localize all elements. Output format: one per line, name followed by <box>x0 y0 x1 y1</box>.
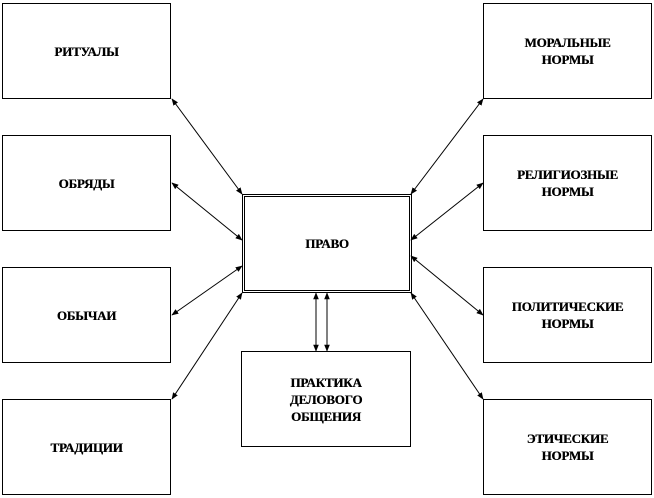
node-law-label: ПРАВО <box>305 236 349 251</box>
arrow-moral-law <box>410 98 484 195</box>
node-business-practice: ПРАКТИКА ДЕЛОВОГО ОБЩЕНИЯ <box>241 351 411 447</box>
arrow-ethical-law <box>410 292 484 400</box>
node-customs: ОБЫЧАИ <box>2 267 171 363</box>
node-rites: ОБРЯДЫ <box>2 135 171 231</box>
node-religious-norms: РЕЛИГИОЗНЫЕ НОРМЫ <box>483 135 652 231</box>
arrow-rituals-law <box>171 98 243 195</box>
node-customs-label: ОБЫЧАИ <box>56 307 117 323</box>
node-moral-norms-label: МОРАЛЬНЫЕ НОРМЫ <box>524 35 611 67</box>
node-traditions: ТРАДИЦИИ <box>2 399 171 495</box>
node-rituals-label: РИТУАЛЫ <box>54 43 119 59</box>
node-political-norms: ПОЛИТИЧЕСКИЕ НОРМЫ <box>483 267 652 363</box>
arrow-rites-law <box>171 182 243 241</box>
arrow-traditions-law <box>171 292 243 400</box>
arrow-customs-law <box>171 265 243 316</box>
node-rituals: РИТУАЛЫ <box>2 3 171 99</box>
node-political-norms-label: ПОЛИТИЧЕСКИЕ НОРМЫ <box>511 299 624 331</box>
node-religious-norms-label: РЕЛИГИОЗНЫЕ НОРМЫ <box>517 167 618 199</box>
node-rites-label: ОБРЯДЫ <box>58 175 115 191</box>
node-law: ПРАВО <box>242 194 412 293</box>
arrow-political-law <box>410 255 484 316</box>
node-moral-norms: МОРАЛЬНЫЕ НОРМЫ <box>483 3 652 99</box>
arrow-religious-law <box>410 182 484 241</box>
node-business-practice-label: ПРАКТИКА ДЕЛОВОГО ОБЩЕНИЯ <box>289 374 363 424</box>
node-ethical-norms: ЭТИЧЕСКИЕ НОРМЫ <box>483 399 652 495</box>
node-ethical-norms-label: ЭТИЧЕСКИЕ НОРМЫ <box>526 431 609 463</box>
node-traditions-label: ТРАДИЦИИ <box>50 439 123 455</box>
